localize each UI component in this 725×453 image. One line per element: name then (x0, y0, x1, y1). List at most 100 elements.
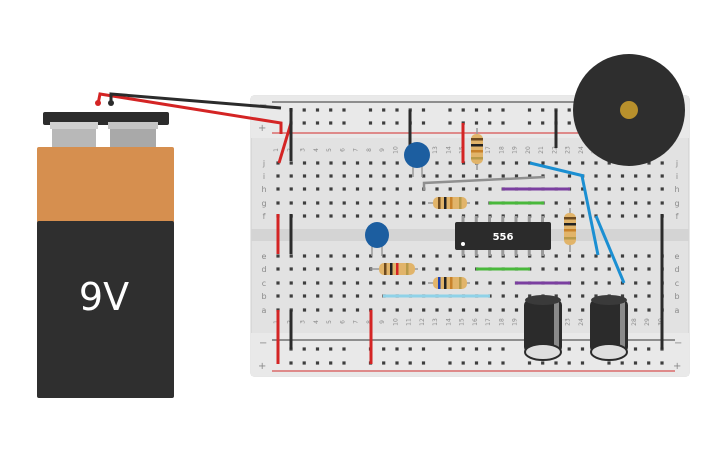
breadboard-hole (634, 294, 638, 298)
rail-hole (501, 108, 505, 112)
column-number: 18 (498, 318, 505, 326)
breadboard-hole (342, 187, 346, 191)
breadboard-hole (435, 214, 439, 218)
column-number: 7 (353, 320, 360, 324)
breadboard-hole (342, 161, 346, 165)
breadboard-hole (355, 201, 360, 205)
breadboard-hole (408, 187, 413, 191)
breadboard-hole (395, 187, 399, 191)
breadboard-hole (289, 281, 293, 285)
battery-terminal-right-top (108, 122, 158, 129)
breadboard-hole (448, 161, 452, 165)
breadboard-hole (382, 201, 386, 205)
chip-pin (527, 216, 531, 224)
breadboard-hole (647, 267, 651, 271)
breadboard-hole (435, 161, 439, 165)
breadboard-hole (302, 308, 307, 312)
breadboard-hole (514, 294, 519, 298)
row-label: a (262, 306, 267, 315)
piezo-buzzer[interactable] (573, 54, 685, 166)
rail-hole (607, 361, 611, 365)
breadboard-hole (594, 174, 598, 178)
rail-sign-bottom-minus-right: − (674, 338, 682, 349)
column-number: 19 (512, 318, 519, 326)
breadboard-hole (541, 161, 545, 165)
breadboard-hole (567, 267, 572, 271)
chip-pin (501, 248, 505, 256)
breadboard-hole (461, 187, 466, 191)
ceramic-capacitor-bottom[interactable] (365, 222, 389, 256)
column-number: 12 (419, 318, 426, 326)
resistor-horizontal-c[interactable] (428, 277, 470, 289)
chip-pin1-marker (461, 242, 465, 246)
rail-hole (342, 121, 346, 125)
electrolytic-capacitor-right[interactable] (590, 295, 628, 361)
rail-hole (501, 121, 505, 125)
breadboard-hole (634, 214, 638, 218)
rail-hole (461, 108, 465, 112)
row-label: b (261, 292, 266, 301)
breadboard-hole (395, 308, 399, 312)
breadboard-hole (594, 281, 598, 285)
rail-hole (567, 121, 571, 125)
row-label: i (676, 172, 678, 181)
breadboard-hole (289, 201, 293, 205)
column-number: 6 (339, 148, 346, 152)
rail-hole (421, 108, 426, 112)
rail-hole (527, 361, 532, 365)
column-number: 16 (472, 318, 479, 326)
electrolytic-capacitor-left[interactable] (524, 295, 562, 361)
breadboard-hole (302, 254, 307, 258)
breadboard-hole (567, 161, 572, 165)
resistor-horizontal-g[interactable] (428, 197, 470, 209)
chip-pin (474, 216, 478, 224)
rail-hole (474, 347, 479, 351)
column-number: 5 (326, 320, 333, 324)
rail-hole (342, 108, 346, 112)
ic-556[interactable]: 556 (455, 216, 551, 256)
rail-hole (448, 108, 452, 112)
breadboard-hole (355, 174, 360, 178)
breadboard-hole (567, 254, 572, 258)
rail-hole (541, 108, 545, 112)
battery-label: 9V (79, 275, 129, 319)
breadboard-hole (501, 308, 505, 312)
row-label: c (262, 279, 266, 288)
rail-hole (567, 361, 571, 365)
breadboard-hole (382, 281, 386, 285)
resistors (370, 128, 576, 289)
breadboard-hole (501, 174, 505, 178)
breadboard-hole (342, 281, 346, 285)
wire-red-rail-to-j1 (277, 122, 293, 164)
breadboard-hole (594, 201, 598, 205)
breadboard-hole (514, 308, 519, 312)
breadboard-hole (647, 201, 651, 205)
chip-body (455, 222, 551, 250)
resistor-horizontal-d-left[interactable] (370, 263, 418, 275)
resistor-vertical-top[interactable] (471, 128, 483, 170)
rail-hole (633, 347, 638, 351)
breadboard-hole (395, 161, 399, 165)
breadboard-hole (634, 187, 638, 191)
breadboard-hole (276, 294, 280, 298)
rail-hole (501, 361, 505, 365)
breadboard-hole (647, 161, 651, 165)
breadboard-hole (316, 187, 320, 191)
breadboard-hole (435, 267, 439, 271)
rail-hole (329, 347, 333, 351)
breadboard-hole (355, 187, 360, 191)
rail-hole (395, 108, 399, 112)
breadboard-hole (316, 294, 320, 298)
column-number: 22 (551, 146, 558, 154)
breadboard-hole (316, 308, 320, 312)
breadboard-hole (342, 308, 346, 312)
breadboard-hole (355, 214, 360, 218)
row-label: e (675, 252, 680, 261)
resistor-vertical-right[interactable] (564, 208, 576, 252)
breadboard-hole (554, 294, 558, 298)
breadboard-hole (422, 281, 426, 285)
column-number: 5 (326, 148, 333, 152)
ceramic-capacitor-top[interactable] (404, 142, 430, 177)
battery-9v[interactable]: 9V (37, 112, 174, 398)
wire-gray-jumper (422, 175, 546, 190)
